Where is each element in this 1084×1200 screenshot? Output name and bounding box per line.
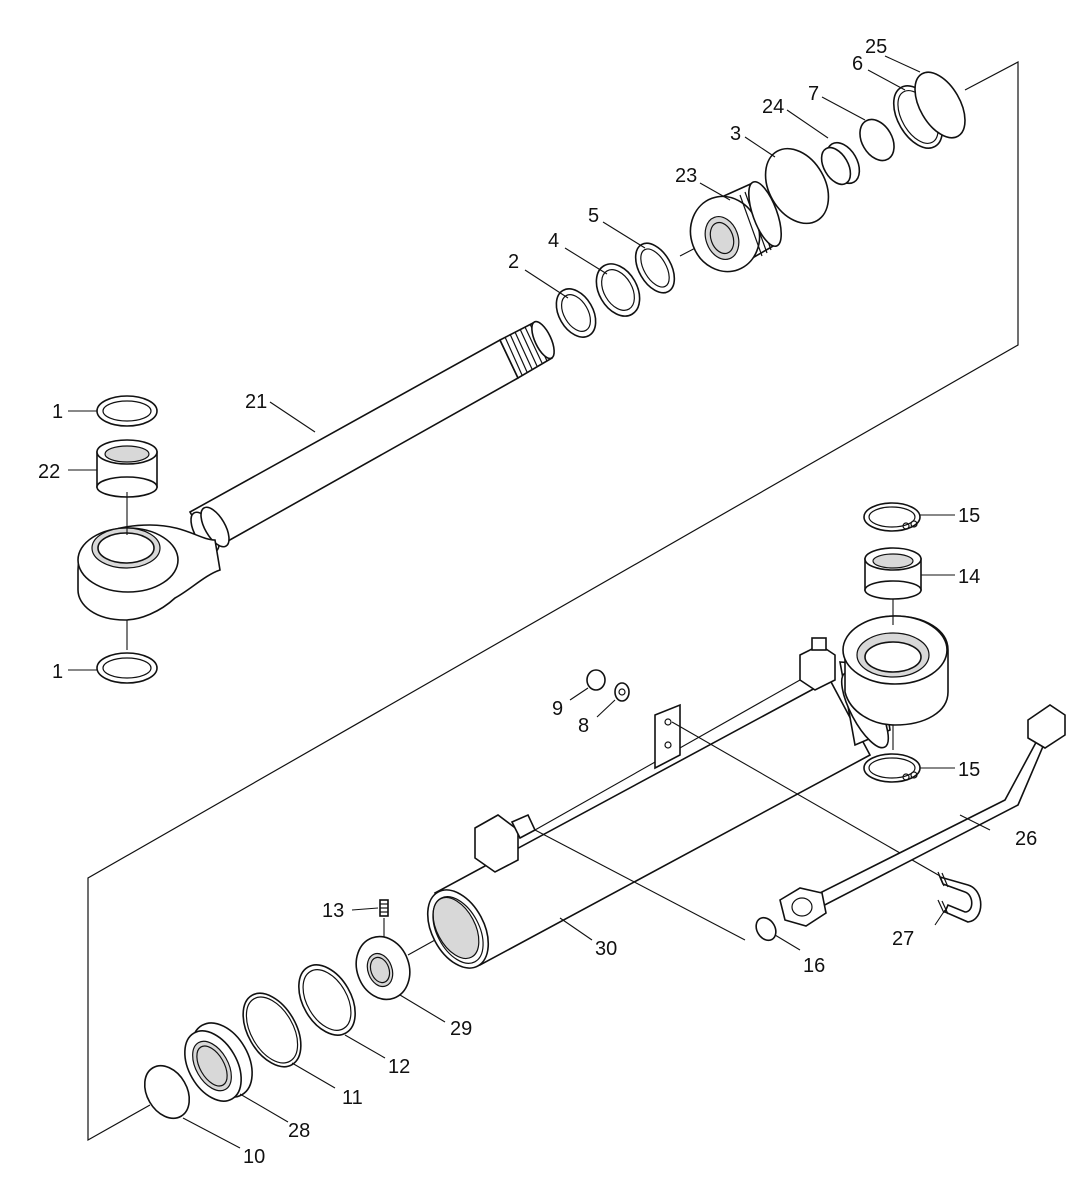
callout-10: 10 <box>243 1146 265 1168</box>
part-5-ring <box>634 242 676 294</box>
callout-2: 2 <box>508 251 519 273</box>
part-1-top-ring <box>96 395 158 427</box>
assembly-frame <box>87 61 1019 1142</box>
callout-26: 26 <box>1015 828 1037 850</box>
callout-30: 30 <box>595 938 617 960</box>
part-3-o-ring <box>764 147 830 225</box>
part-14-bushing <box>864 547 922 600</box>
callout-5: 5 <box>588 205 599 227</box>
part-4-ring <box>595 263 641 317</box>
rod-port-fitting <box>474 813 537 873</box>
part-24-ring <box>820 141 861 186</box>
callout-29: 29 <box>450 1018 472 1040</box>
part-8-washer <box>614 682 630 702</box>
callout-22: 22 <box>38 461 60 483</box>
part-11-ring <box>242 992 302 1068</box>
callout-3: 3 <box>730 123 741 145</box>
part-27-u-bolt <box>937 871 982 923</box>
part-22-bushing <box>96 439 158 498</box>
callout-21: 21 <box>245 391 267 413</box>
part-2-ring <box>555 288 597 338</box>
callout-27: 27 <box>892 928 914 950</box>
part-15-top-snap-ring <box>863 502 921 532</box>
part-9-nut <box>586 669 606 691</box>
callout-8: 8 <box>578 715 589 737</box>
part-7-ring <box>859 118 895 162</box>
callout-24: 24 <box>762 96 784 118</box>
clamp-plate <box>654 703 681 770</box>
callout-9: 9 <box>552 698 563 720</box>
callout-16: 16 <box>803 955 825 977</box>
callout-6: 6 <box>852 53 863 75</box>
part-25-ring <box>914 71 966 139</box>
head-port-fitting <box>799 637 836 691</box>
part-29-lock-nut <box>355 935 411 1001</box>
part-1-bottom-ring <box>96 652 158 684</box>
callout-25: 25 <box>865 36 887 58</box>
part-10-o-ring <box>143 1064 191 1120</box>
callout-14: 14 <box>958 566 980 588</box>
callout-labels: 1 22 1 21 2 4 5 23 3 24 7 6 25 15 14 9 8… <box>38 36 1037 1168</box>
callout-12: 12 <box>388 1056 410 1078</box>
part-13-set-screw <box>379 899 389 917</box>
part-15-bottom-snap-ring <box>863 753 921 783</box>
callout-15-top: 15 <box>958 505 980 527</box>
part-12-ring <box>298 964 356 1036</box>
callout-13: 13 <box>322 900 344 922</box>
rod-eye <box>77 524 221 621</box>
callout-7: 7 <box>808 83 819 105</box>
part-26-tube <box>779 704 1066 927</box>
callout-4: 4 <box>548 230 559 252</box>
callout-leaders <box>68 55 991 1149</box>
callout-28: 28 <box>288 1120 310 1142</box>
part-28-gland <box>184 1022 253 1102</box>
callout-1-bottom: 1 <box>52 661 63 683</box>
callout-11: 11 <box>342 1087 363 1109</box>
cylinder-eye <box>842 615 949 726</box>
part-23-piston <box>689 180 782 273</box>
piston-rod <box>188 320 555 553</box>
callout-1-top: 1 <box>52 401 63 423</box>
callout-23: 23 <box>675 165 697 187</box>
part-16-o-ring <box>755 916 777 942</box>
callout-15-bottom: 15 <box>958 759 980 781</box>
